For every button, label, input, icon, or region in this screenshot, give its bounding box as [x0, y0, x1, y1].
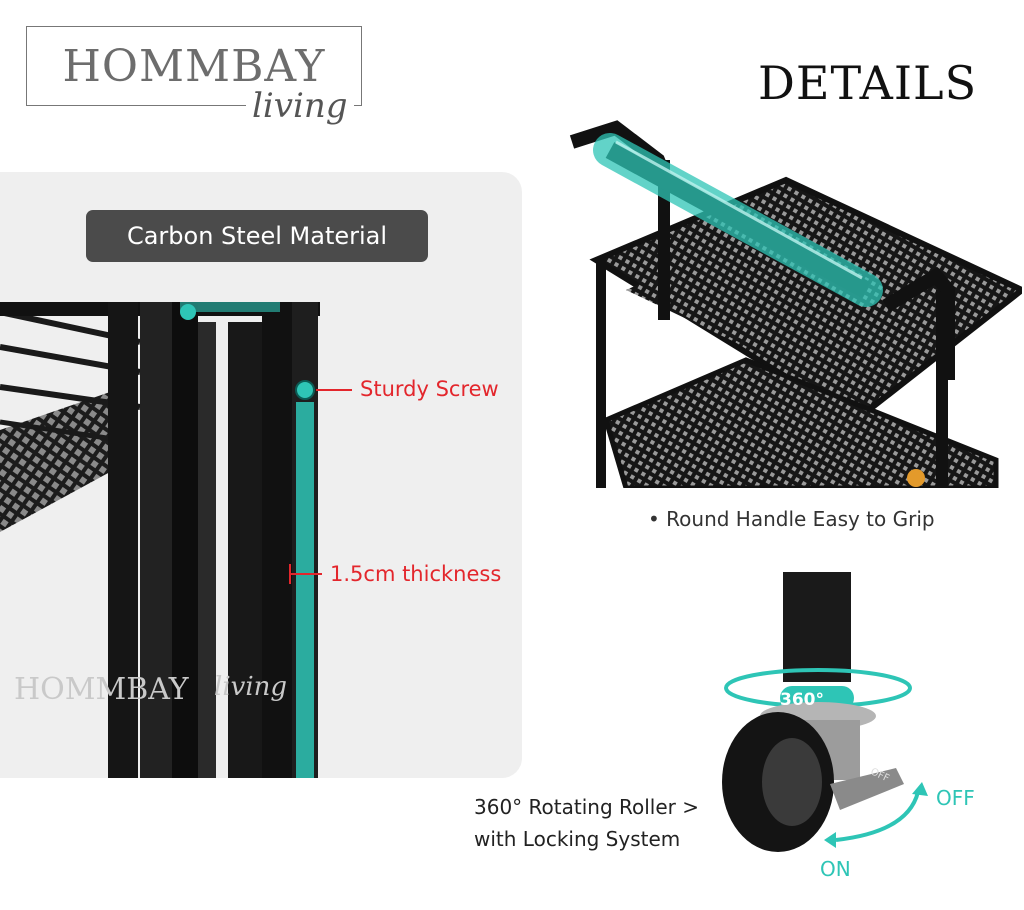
- thickness-callout: 1.5cm thickness: [330, 562, 502, 586]
- page-title: DETAILS: [758, 56, 978, 110]
- material-badge: Carbon Steel Material: [86, 210, 428, 262]
- brand-tagline: living: [246, 86, 354, 126]
- roller-caption-line2: with Locking System: [474, 827, 681, 851]
- roller-caption-line1: 360° Rotating Roller >: [474, 795, 699, 819]
- brand-name: HOMMBAY: [62, 41, 326, 92]
- watermark-name: HOMMBAY: [14, 672, 189, 707]
- watermark-tagline: living: [214, 672, 288, 702]
- rotation-badge: 360°: [780, 690, 824, 710]
- lock-on-label: ON: [820, 857, 851, 881]
- material-panel: Carbon Steel Material Sturdy Screw 1.5cm…: [0, 172, 522, 778]
- handle-caption: • Round Handle Easy to Grip: [648, 507, 935, 531]
- handle-closeup-illustration: [569, 120, 1022, 488]
- caster-closeup-illustration: [722, 572, 928, 852]
- screw-callout: Sturdy Screw: [360, 377, 499, 401]
- brand-logo: HOMMBAY: [26, 26, 362, 106]
- frame-closeup-illustration: [0, 302, 352, 778]
- lock-off-label: OFF: [936, 786, 975, 810]
